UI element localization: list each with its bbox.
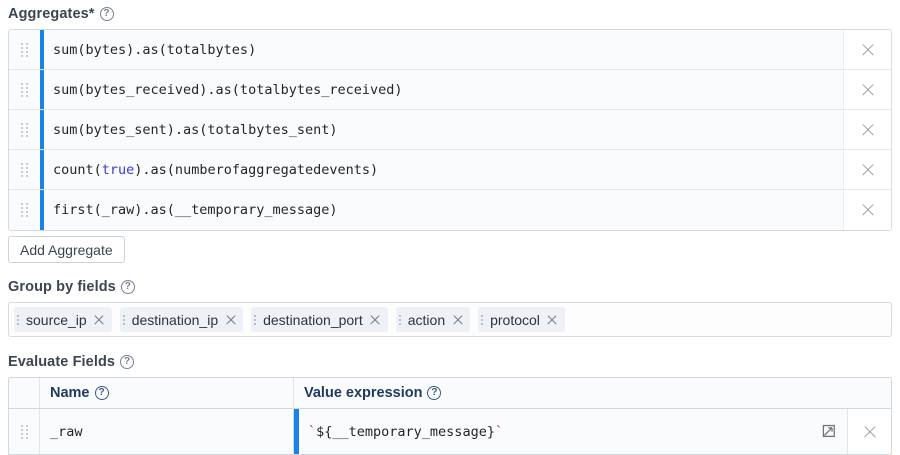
aggregate-expression-input[interactable]: first(_raw).as(__temporary_message)	[44, 190, 843, 230]
column-header-name-text: Name	[50, 385, 90, 401]
remove-evaluate-field-button[interactable]	[848, 409, 891, 454]
add-aggregate-button[interactable]: Add Aggregate	[8, 236, 125, 263]
field-name-input[interactable]: _raw	[40, 409, 294, 454]
drag-handle-icon	[481, 314, 484, 325]
group-by-chip[interactable]: protocol	[478, 307, 565, 332]
row-accent-bar	[40, 190, 44, 230]
evaluate-fields-section-label: Evaluate Fields ?	[8, 354, 135, 370]
aggregate-keyword-token: true	[101, 161, 135, 178]
drag-handle[interactable]	[9, 150, 40, 189]
group-by-fields-input[interactable]: source_ip destination_ip destination_por…	[8, 302, 892, 337]
drag-handle[interactable]	[9, 30, 40, 69]
expand-expression-button[interactable]	[810, 409, 848, 454]
group-by-section-label: Group by fields ?	[8, 279, 135, 295]
aggregates-label-text: Aggregates*	[8, 6, 95, 22]
drag-handle-icon	[21, 122, 28, 137]
column-header-value-text: Value expression	[304, 385, 423, 401]
close-icon[interactable]	[93, 313, 106, 326]
drag-handle[interactable]	[9, 409, 40, 454]
drag-handle-icon	[20, 424, 28, 439]
group-by-chip[interactable]: action	[395, 307, 471, 332]
drag-handle-icon	[21, 162, 28, 177]
aggregate-expression-text: sum(bytes).as(totalbytes)	[53, 41, 257, 58]
close-icon	[860, 122, 876, 138]
drag-handle[interactable]	[9, 110, 40, 149]
group-by-chip[interactable]: destination_ip	[119, 307, 244, 332]
aggregates-help-icon[interactable]: ?	[99, 7, 114, 21]
aggregate-expression-input[interactable]: sum(bytes_sent).as(totalbytes_sent)	[44, 110, 843, 149]
value-expression-input[interactable]: `${__temporary_message}`	[299, 409, 810, 454]
close-icon	[860, 202, 876, 218]
aggregates-list: sum(bytes).as(totalbytes) sum(bytes_rece…	[8, 29, 892, 231]
remove-aggregate-button[interactable]	[843, 110, 891, 149]
group-by-chip[interactable]: source_ip	[14, 307, 112, 332]
row-accent-bar	[40, 110, 44, 149]
drag-handle-icon	[398, 314, 401, 325]
field-name-text: _raw	[50, 423, 83, 440]
expand-icon	[822, 424, 835, 438]
aggregate-expression-input[interactable]: sum(bytes).as(totalbytes)	[44, 30, 843, 69]
value-expression-help-icon[interactable]: ?	[427, 386, 442, 400]
aggregate-expression-text-suffix: ).as(numberofaggregatedevents)	[134, 161, 379, 178]
row-accent-bar	[40, 150, 44, 189]
drag-handle[interactable]	[9, 70, 40, 109]
aggregate-row[interactable]: sum(bytes).as(totalbytes)	[9, 30, 891, 70]
close-icon	[862, 424, 878, 440]
aggregate-expression-text: count(	[53, 161, 102, 178]
close-icon[interactable]	[546, 313, 559, 326]
group-by-chip[interactable]: destination_port	[251, 307, 388, 332]
name-help-icon[interactable]: ?	[94, 386, 109, 400]
group-by-chip-label: protocol	[490, 311, 540, 328]
row-accent-bar	[40, 30, 44, 69]
table-header-row: Name ? Value expression ?	[9, 378, 891, 409]
drag-handle-icon	[21, 42, 28, 57]
aggregate-expression-text: sum(bytes_received).as(totalbytes_receiv…	[53, 81, 403, 98]
group-by-help-icon[interactable]: ?	[120, 280, 135, 294]
aggregate-expression-input[interactable]: count(true).as(numberofaggregatedevents)	[44, 150, 843, 189]
group-by-label-text: Group by fields	[8, 279, 116, 295]
drag-handle-icon	[122, 314, 125, 325]
drag-handle-icon	[21, 203, 28, 217]
remove-aggregate-button[interactable]	[843, 150, 891, 189]
column-header-name: Name ?	[40, 378, 294, 408]
remove-aggregate-button[interactable]	[843, 190, 891, 230]
row-accent-bar	[40, 70, 44, 109]
aggregate-row[interactable]: count(true).as(numberofaggregatedevents)	[9, 150, 891, 190]
group-by-chip-label: destination_port	[263, 311, 363, 328]
aggregate-row[interactable]: first(_raw).as(__temporary_message)	[9, 190, 891, 230]
close-icon	[860, 42, 876, 58]
row-accent-bar	[294, 409, 299, 454]
close-icon	[860, 162, 876, 178]
aggregate-row[interactable]: sum(bytes_received).as(totalbytes_receiv…	[9, 70, 891, 110]
drag-handle[interactable]	[9, 190, 40, 230]
aggregate-row[interactable]: sum(bytes_sent).as(totalbytes_sent)	[9, 110, 891, 150]
column-header-value-expression: Value expression ?	[294, 378, 891, 408]
close-backtick: `	[494, 423, 504, 440]
evaluate-fields-label-text: Evaluate Fields	[8, 354, 116, 370]
close-icon[interactable]	[224, 313, 237, 326]
table-header-drag-col	[9, 378, 40, 408]
open-backtick: `	[308, 423, 317, 440]
remove-aggregate-button[interactable]	[843, 70, 891, 109]
group-by-chip-label: destination_ip	[131, 311, 219, 328]
remove-aggregate-button[interactable]	[843, 30, 891, 69]
close-icon	[860, 82, 876, 98]
aggregate-expression-text: sum(bytes_sent).as(totalbytes_sent)	[53, 121, 338, 138]
close-icon[interactable]	[369, 313, 382, 326]
aggregates-section-label: Aggregates* ?	[8, 6, 114, 22]
aggregate-expression-text: first(_raw).as(__temporary_message)	[53, 202, 338, 218]
evaluate-fields-table: Name ? Value expression ? _raw `${__temp…	[8, 377, 892, 455]
table-row[interactable]: _raw `${__temporary_message}`	[9, 409, 891, 454]
drag-handle-icon	[21, 82, 28, 97]
close-icon[interactable]	[451, 313, 464, 326]
drag-handle-icon	[254, 314, 257, 325]
aggregate-expression-input[interactable]: sum(bytes_received).as(totalbytes_receiv…	[44, 70, 843, 109]
evaluate-fields-help-icon[interactable]: ?	[120, 355, 135, 369]
group-by-chip-label: action	[407, 311, 446, 328]
group-by-chip-label: source_ip	[26, 311, 87, 328]
value-expression-text: ${__temporary_message}	[316, 423, 495, 440]
drag-handle-icon	[17, 314, 19, 325]
